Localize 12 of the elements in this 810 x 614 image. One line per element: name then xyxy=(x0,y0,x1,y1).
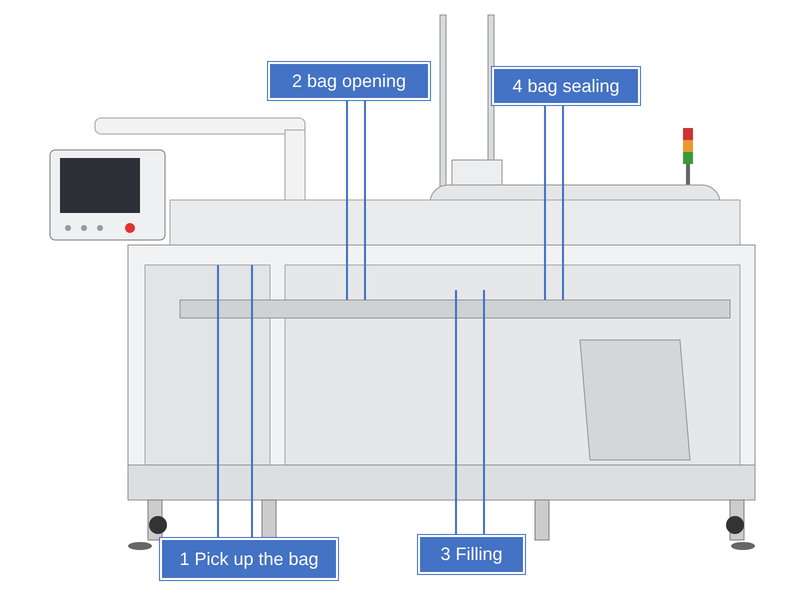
leader-line xyxy=(562,105,564,300)
leader-line xyxy=(364,100,366,300)
leader-line xyxy=(217,265,219,538)
leader-line xyxy=(483,290,485,535)
callout-label: 1 Pick up the bag xyxy=(160,538,338,580)
callout-label: 4 bag sealing xyxy=(492,67,640,105)
leader-line xyxy=(544,105,546,300)
leader-line xyxy=(251,265,253,538)
callout-label: 2 bag opening xyxy=(268,62,430,100)
leader-line xyxy=(346,100,348,300)
callout-label: 3 Filling xyxy=(418,535,525,574)
leader-line xyxy=(455,290,457,535)
